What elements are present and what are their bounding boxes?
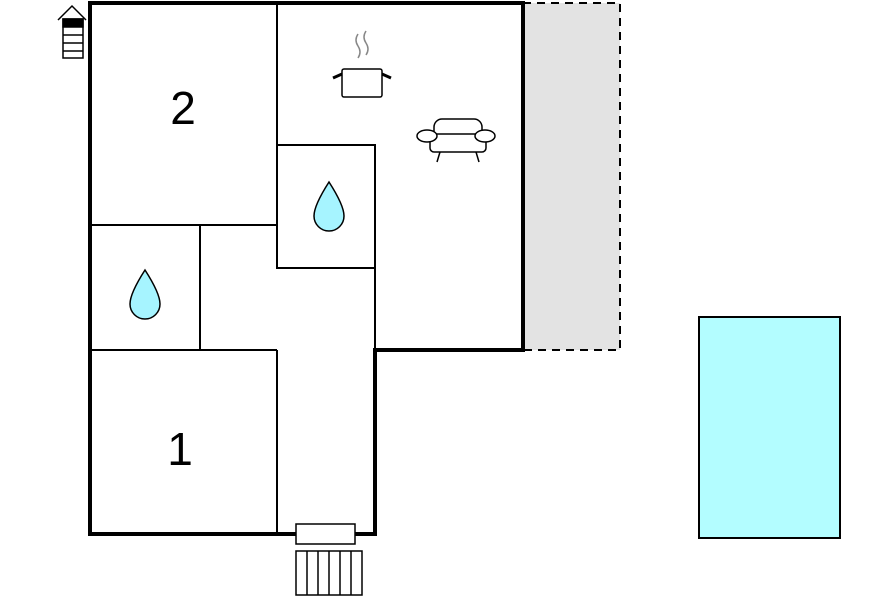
stairs-icon <box>57 4 87 59</box>
entrance-steps-icon <box>295 523 363 596</box>
water-drop-icon <box>313 180 345 232</box>
terrace-area <box>523 2 621 351</box>
room-label-2: 2 <box>170 82 196 134</box>
exterior-walls <box>88 1 525 536</box>
interior-walls <box>90 3 376 534</box>
sofa-icon <box>416 118 496 163</box>
room-label-1: 1 <box>167 423 193 475</box>
cooking-pot-icon <box>332 30 392 98</box>
water-drop-icon <box>129 268 161 320</box>
pool <box>698 316 841 539</box>
